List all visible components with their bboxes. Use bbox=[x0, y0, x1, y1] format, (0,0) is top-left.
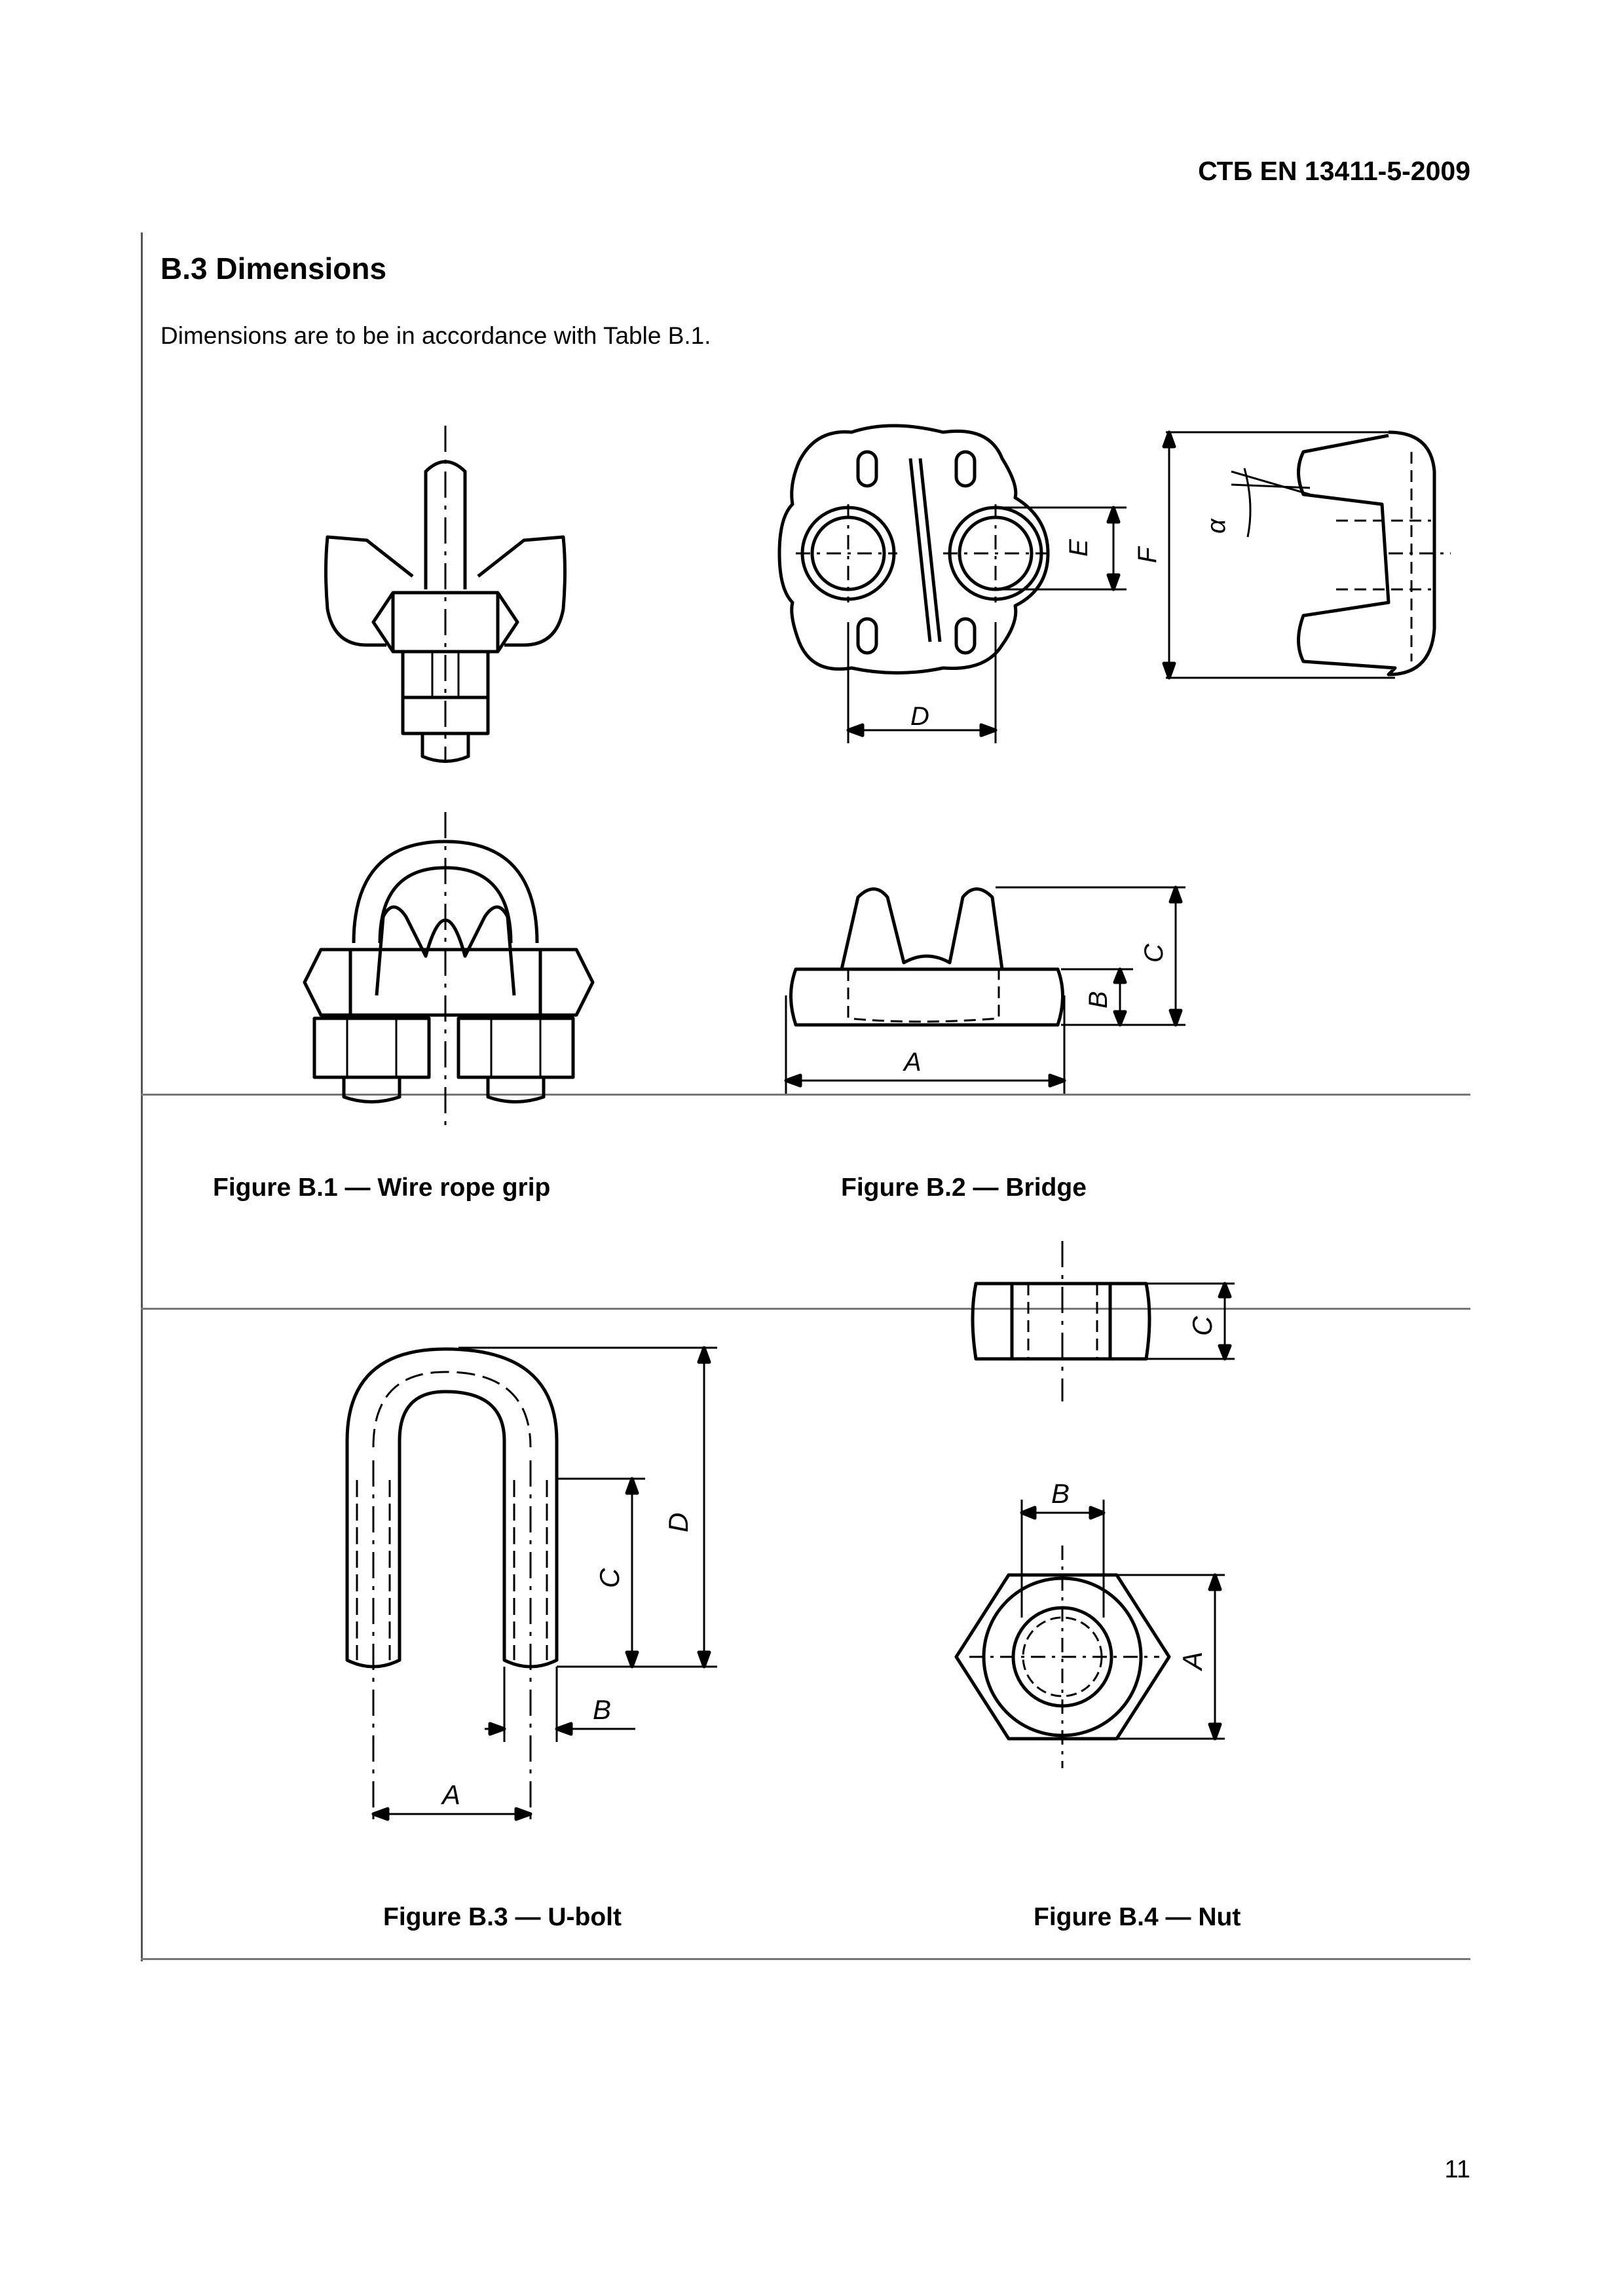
bridge-label-f: F bbox=[1133, 546, 1162, 563]
bridge-label-c: C bbox=[1140, 943, 1168, 963]
wire-rope-grip-top-view bbox=[324, 426, 567, 763]
bridge-label-a: A bbox=[903, 1048, 922, 1077]
figure-b2-caption: Figure B.2 — Bridge bbox=[841, 1174, 1087, 1202]
bridge-side-view bbox=[1162, 430, 1451, 680]
left-margin-rule bbox=[141, 232, 143, 1961]
section-title: B.3 Dimensions bbox=[160, 251, 387, 286]
page-number: 11 bbox=[1444, 2156, 1470, 2183]
figure-b1-caption: Figure B.1 — Wire rope grip bbox=[213, 1174, 551, 1202]
wire-rope-grip-side-view bbox=[303, 812, 595, 1133]
nut-side-view bbox=[971, 1241, 1235, 1401]
bridge-label-alpha: α bbox=[1202, 518, 1231, 534]
nut-label-c: C bbox=[1187, 1316, 1218, 1336]
bridge-label-d: D bbox=[910, 702, 929, 731]
document-code: СТБ EN 13411-5-2009 bbox=[1198, 156, 1470, 186]
u-bolt-label-a: A bbox=[440, 1779, 460, 1810]
bridge-front-view bbox=[784, 885, 1185, 1094]
separator-rule-2 bbox=[141, 1308, 1470, 1310]
u-bolt-label-d: D bbox=[663, 1513, 694, 1532]
figure-b4-caption: Figure B.4 — Nut bbox=[1034, 1903, 1241, 1931]
nut-label-a: A bbox=[1177, 1652, 1208, 1672]
intro-paragraph: Dimensions are to be in accordance with … bbox=[160, 322, 711, 349]
separator-rule-1 bbox=[141, 1094, 1470, 1096]
u-bolt-label-c: C bbox=[594, 1568, 625, 1588]
bridge-plan-view bbox=[777, 424, 1127, 743]
bridge-label-b: B bbox=[1084, 991, 1113, 1009]
nut-label-b: B bbox=[1051, 1478, 1070, 1509]
nut-top-view bbox=[954, 1500, 1225, 1768]
figure-b3-caption: Figure B.3 — U-bolt bbox=[383, 1903, 622, 1931]
separator-rule-3 bbox=[141, 1958, 1470, 1960]
u-bolt-drawing bbox=[345, 1346, 717, 1827]
u-bolt-label-b: B bbox=[593, 1694, 611, 1725]
bridge-label-e: E bbox=[1064, 538, 1093, 557]
